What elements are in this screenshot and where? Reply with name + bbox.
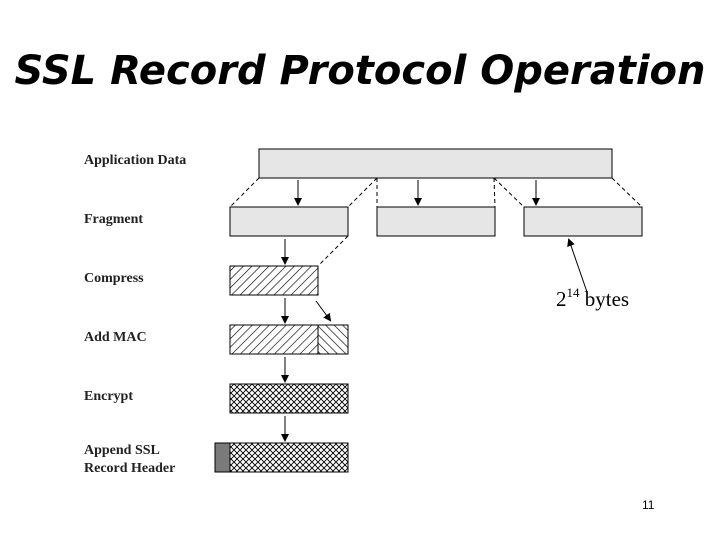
stage-label-fragment: Fragment: [84, 212, 144, 227]
mac-arrow: [315, 300, 332, 322]
stage-label-add-mac: Add MAC: [84, 330, 147, 345]
size-unit: bytes: [584, 287, 630, 311]
split-arrows: [294, 180, 540, 206]
slide-title: SSL Record Protocol Operation: [14, 48, 706, 94]
compress-dashed-line: [317, 235, 349, 267]
fragment-split-lines: [229, 177, 643, 208]
fragment-box: [229, 206, 349, 237]
record-header-box: [214, 442, 231, 473]
mac-data-box: [229, 324, 319, 355]
mac-box: [317, 324, 349, 355]
fragment-box: [523, 206, 643, 237]
application-data-box: [258, 148, 613, 179]
fragment-box: [376, 206, 496, 237]
fragment-size-pointer: [567, 238, 588, 293]
size-exponent: 14: [566, 285, 580, 300]
compressed-box: [229, 265, 319, 296]
encrypted-box: [229, 383, 349, 414]
fragment-size-label: 214 bytes: [556, 285, 629, 312]
page-number: 11: [642, 498, 655, 512]
stage-label-append-header: Append SSL Record Header: [84, 443, 176, 476]
encrypted-record-box: [229, 442, 349, 473]
size-base: 2: [556, 287, 567, 311]
stage-label-compress: Compress: [84, 271, 144, 286]
stage-label-encrypt: Encrypt: [84, 389, 133, 404]
stage-label-application-data: Application Data: [84, 153, 187, 168]
